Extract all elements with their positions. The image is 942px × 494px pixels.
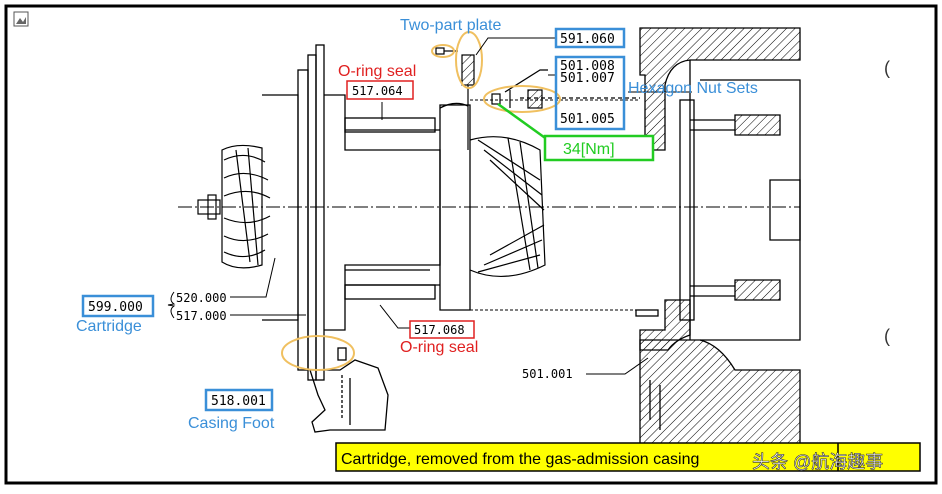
casing-foot	[309, 347, 389, 433]
margin-mark-bottom: (	[884, 326, 890, 346]
part-number-501008: 501.008	[560, 59, 615, 74]
part-number-501001: 501.001	[522, 367, 573, 381]
part-number-591060: 591.060	[560, 32, 615, 47]
torque-arrow	[497, 102, 549, 142]
part-number-517068: 517.068	[414, 323, 465, 337]
part-number-518001: 518.001	[211, 394, 266, 409]
cartridge-housing	[297, 44, 471, 381]
margin-mark-top: (	[884, 58, 890, 78]
image-icon	[13, 11, 29, 27]
torque-box	[543, 134, 655, 162]
highlight-ellipses	[281, 31, 561, 371]
turbine-wheel	[469, 136, 546, 278]
caption-text: Cartridge, removed from the gas-admissio…	[341, 451, 699, 468]
part-number-517000: 517.000	[176, 309, 227, 323]
label-casing-foot: Casing Foot	[188, 415, 275, 432]
part-number-520000: 520.000	[176, 291, 227, 305]
label-torque: 34[Nm]	[563, 141, 615, 158]
highlight-two-part-plate	[455, 31, 483, 89]
two-part-plate-part	[435, 47, 475, 150]
part-box-599000	[81, 294, 155, 318]
part-box-591060	[554, 27, 626, 49]
hexagon-nut-set-part	[491, 69, 640, 109]
leader-lines	[167, 37, 692, 375]
label-oring-seal-bottom: O-ring seal	[400, 339, 478, 356]
label-cartridge: Cartridge	[76, 318, 142, 335]
part-box-nut-set	[554, 55, 626, 131]
label-two-part-plate: Two-part plate	[400, 17, 501, 34]
highlight-plate-screw	[431, 44, 455, 58]
caption-bar	[335, 442, 921, 472]
part-number-517064: 517.064	[352, 84, 403, 98]
part-box-518001	[204, 388, 274, 412]
watermark-text: 头条 @航海趣事	[752, 452, 883, 472]
gas-admission-casing	[635, 27, 801, 471]
part-box-517068	[409, 320, 475, 339]
part-box-517064	[346, 80, 414, 100]
highlight-casing-foot-bolt	[281, 335, 355, 371]
part-number-501007: 501.007	[560, 71, 615, 86]
label-oring-seal-top: O-ring seal	[338, 63, 416, 80]
part-number-501005: 501.005	[560, 112, 615, 127]
label-hexagon-nut-sets: Hexagon Nut Sets	[628, 80, 758, 97]
highlight-hex-nut-set	[483, 85, 561, 113]
image-icon-glyph	[16, 17, 26, 24]
part-number-599000: 599.000	[88, 300, 143, 315]
